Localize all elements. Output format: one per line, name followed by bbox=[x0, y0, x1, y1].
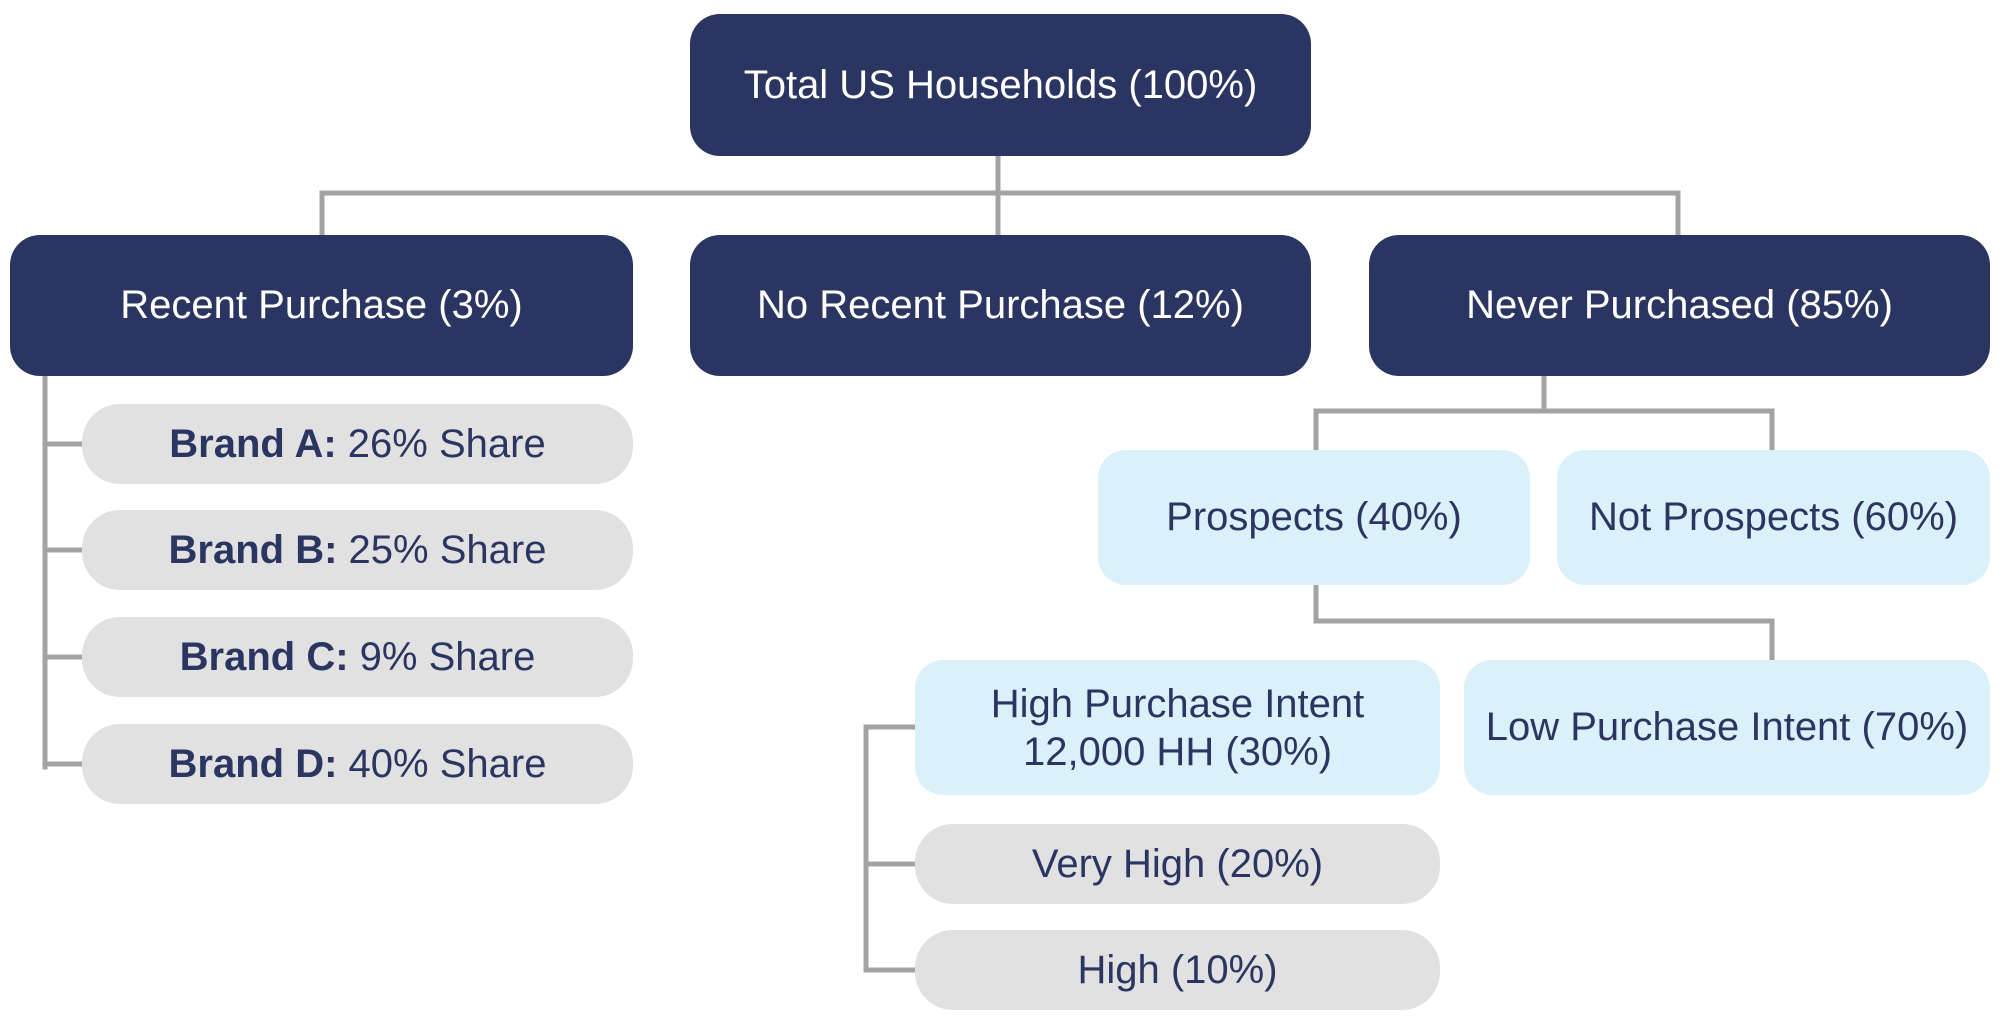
high-intent-line1: High Purchase Intent bbox=[990, 681, 1365, 726]
never-purchased-label: Never Purchased (85%) bbox=[1466, 283, 1893, 327]
brand-d-node: Brand D: 40% Share bbox=[82, 724, 633, 804]
high-node: High (10%) bbox=[915, 930, 1440, 1010]
brand-c-name: Brand C: bbox=[179, 634, 349, 679]
recent-purchase-node: Recent Purchase (3%) bbox=[10, 235, 633, 376]
brand-b-node: Brand B: 25% Share bbox=[82, 510, 633, 590]
recent-purchase-label: Recent Purchase (3%) bbox=[120, 283, 523, 327]
brand-b-share: 25% Share bbox=[348, 527, 547, 572]
prospects-node: Prospects (40%) bbox=[1098, 450, 1530, 585]
low-intent-label: Low Purchase Intent (70%) bbox=[1485, 705, 1969, 749]
very-high-node: Very High (20%) bbox=[915, 824, 1440, 904]
root-node: Total US Households (100%) bbox=[690, 14, 1311, 156]
no-recent-purchase-node: No Recent Purchase (12%) bbox=[690, 235, 1311, 376]
high-intent-line2: 12,000 HH (30%) bbox=[1022, 729, 1333, 774]
brand-a-name: Brand A: bbox=[169, 421, 337, 466]
never-purchased-node: Never Purchased (85%) bbox=[1369, 235, 1990, 376]
not-prospects-node: Not Prospects (60%) bbox=[1557, 450, 1990, 585]
low-purchase-intent-node: Low Purchase Intent (70%) bbox=[1464, 660, 1990, 795]
high-label: High (10%) bbox=[1077, 947, 1278, 992]
brand-d-share: 40% Share bbox=[348, 741, 547, 786]
brand-a-share: 26% Share bbox=[347, 421, 546, 466]
high-purchase-intent-node: High Purchase Intent 12,000 HH (30%) bbox=[915, 660, 1440, 795]
brand-a-node: Brand A: 26% Share bbox=[82, 404, 633, 484]
not-prospects-label: Not Prospects (60%) bbox=[1588, 495, 1959, 539]
very-high-label: Very High (20%) bbox=[1031, 841, 1324, 886]
brand-c-node: Brand C: 9% Share bbox=[82, 617, 633, 697]
brand-d-name: Brand D: bbox=[168, 741, 338, 786]
brand-c-share: 9% Share bbox=[359, 634, 536, 679]
no-recent-purchase-label: No Recent Purchase (12%) bbox=[757, 283, 1244, 327]
prospects-label: Prospects (40%) bbox=[1166, 495, 1462, 539]
root-node-label: Total US Households (100%) bbox=[743, 62, 1258, 107]
brand-b-name: Brand B: bbox=[168, 527, 338, 572]
